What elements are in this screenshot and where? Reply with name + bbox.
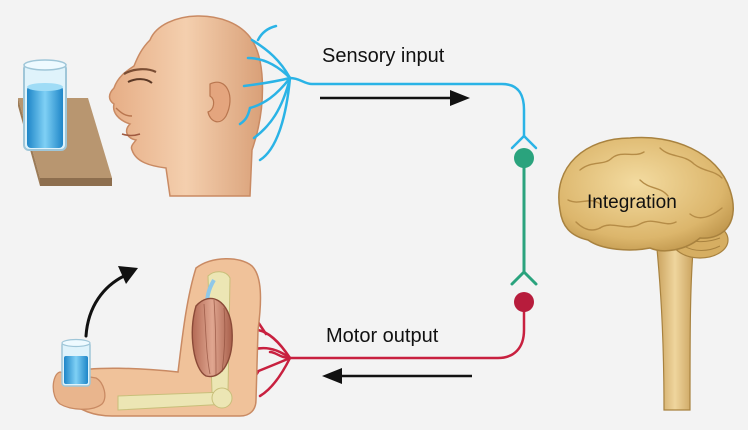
elbow-joint: [212, 388, 232, 408]
sensory-input-label: Sensory input: [322, 45, 445, 67]
water-glass-icon: [62, 340, 90, 387]
motor-output-label: Motor output: [326, 325, 439, 347]
table-edge: [40, 178, 112, 186]
integration-label: Integration: [587, 192, 677, 213]
water-glass-icon: [24, 60, 66, 150]
motor-neuron-cell-body: [514, 292, 534, 312]
interneuron-cell-body: [514, 148, 534, 168]
biceps-muscle: [192, 298, 232, 376]
